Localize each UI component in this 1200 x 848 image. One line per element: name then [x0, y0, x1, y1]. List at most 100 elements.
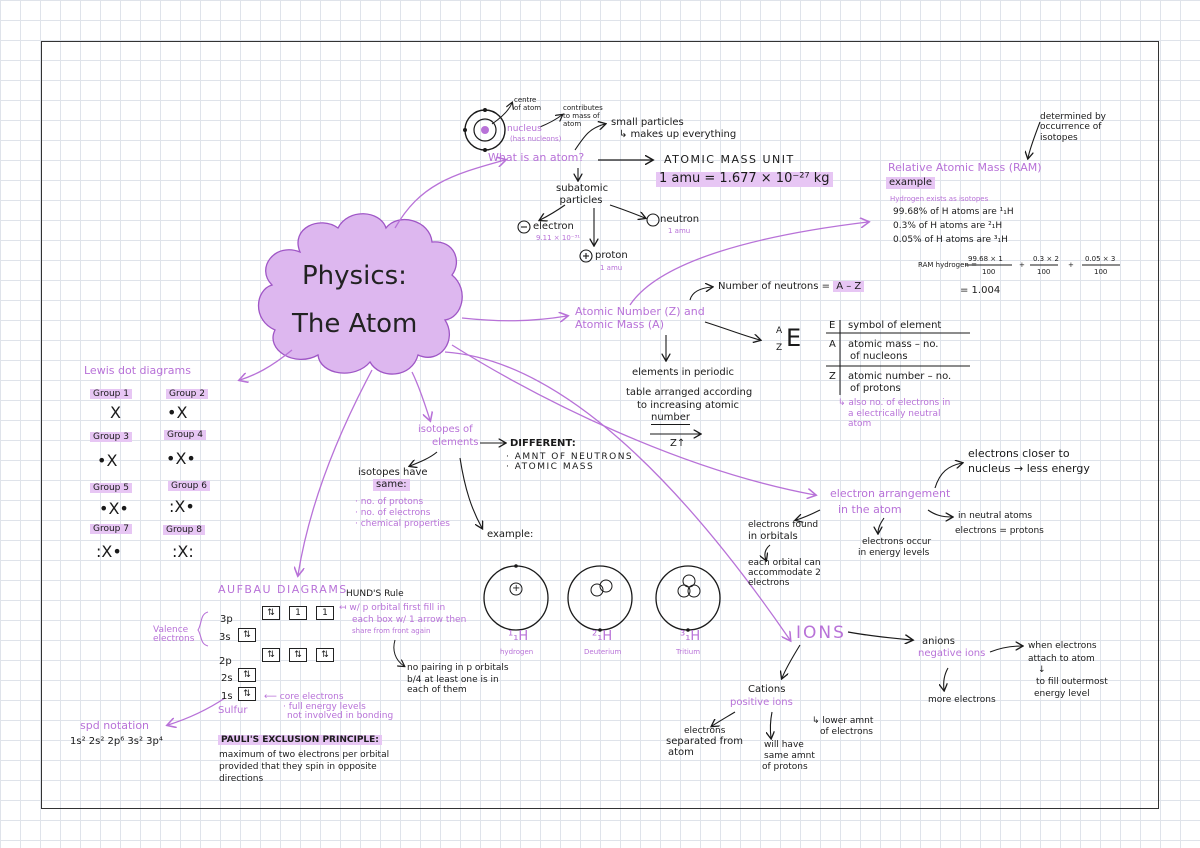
lewis-x-3: •X	[97, 451, 118, 470]
periodic-1: elements in periodic	[632, 367, 735, 378]
ea-title-2: in the atom	[838, 503, 902, 516]
arrow-orbitals	[796, 509, 821, 520]
different-2: · ATOMIC MASS	[506, 462, 595, 472]
ea-title-1: electron arrangement	[830, 487, 951, 500]
arrow-when-electrons	[989, 646, 1022, 653]
nucleus-label: nucleus	[507, 124, 542, 134]
box-3p-2: 1	[289, 606, 307, 620]
lewis-x-8: :X:	[172, 542, 194, 561]
atom-inner-shell	[473, 118, 497, 142]
table-A-def-2: of nucleons	[850, 351, 908, 362]
notation-Z: Z	[776, 343, 783, 353]
arrow-closer	[934, 463, 962, 489]
atomic-number-title-2: Atomic Mass (A)	[575, 318, 664, 331]
deuterium-neutron	[599, 579, 613, 593]
proton-mass: 1 amu	[600, 264, 623, 272]
table-Z-def-1: atomic number – no.	[848, 371, 952, 382]
ea-found-1: electrons found	[748, 520, 819, 530]
aufbau-title: AUFBAU DIAGRAMS	[218, 583, 348, 596]
neutron-label: neutron	[660, 214, 700, 225]
orbital-3s: 3s	[219, 632, 231, 643]
ea-equal: electrons = protons	[955, 526, 1044, 536]
arrow-electron	[540, 204, 566, 220]
atom-electron-dot	[483, 108, 487, 112]
anions-label: anions	[922, 636, 955, 647]
arrow-orbital-capacity	[765, 544, 771, 560]
core-1: ⟵ core electrons	[264, 692, 344, 702]
pauli-2: provided that they spin in opposite	[219, 762, 377, 772]
ions-title: IONS	[796, 623, 846, 643]
lower-1: ↳ lower amnt	[812, 716, 874, 726]
branch-ions	[444, 351, 790, 640]
different-1: · AMNT OF NEUTRONS	[506, 452, 634, 462]
orbital-2p: 2p	[219, 656, 232, 667]
ions-down-arrow: ↓	[1038, 665, 1046, 675]
also-1: ↳ also no. of electrons in	[838, 398, 951, 408]
ram-result: = 1.004	[960, 285, 1001, 296]
deuterium-name: Deuterium	[584, 648, 622, 656]
ea-levels-2: in energy levels	[858, 548, 930, 558]
same-3: · chemical properties	[355, 519, 450, 529]
arrow-separated	[712, 711, 736, 726]
hunds-rule: HUND'S Rule	[346, 589, 404, 599]
same-label: same:	[373, 479, 410, 491]
lewis-group-3: Group 3	[90, 432, 132, 443]
ram-label: RAM hydrogen =	[918, 261, 977, 269]
neutrons-formula: Number of neutrons = A – Z	[718, 281, 865, 293]
arrow-same	[410, 451, 438, 466]
what-is-an-atom: What is an atom?	[488, 151, 585, 164]
box-2p-3: ⇅	[316, 648, 334, 662]
ram-line-1: 99.68% of H atoms are ¹₁H	[893, 207, 1014, 217]
also-2: a electrically neutral	[848, 409, 941, 419]
ram-heading: Relative Atomic Mass (RAM)	[888, 161, 1042, 174]
arrow-example	[459, 457, 482, 528]
box-2s: ⇅	[238, 668, 256, 682]
pauli-1: maximum of two electrons per orbital	[219, 750, 390, 760]
table-Z: Z	[829, 371, 836, 382]
same-protons-1: will have	[764, 740, 804, 750]
hydrogen-atom	[483, 565, 549, 631]
arrow-nopair	[393, 639, 404, 666]
hydrogen-symbol: ¹₁H	[508, 629, 529, 644]
same-protons-2: same amnt	[764, 751, 815, 761]
title-line-1: Physics:	[302, 261, 407, 291]
arrow-contributes	[539, 115, 562, 128]
lewis-x-2: •X	[167, 403, 188, 422]
sep-3: atom	[668, 747, 694, 758]
hund-2: each box w/ 1 arrow then	[352, 615, 467, 625]
subatomic-label: subatomic particles	[556, 183, 609, 206]
deuterium-proton	[590, 583, 604, 597]
isotopes-title-1: isotopes of	[418, 424, 473, 435]
hydrogen-name: hydrogen	[500, 648, 534, 656]
hydrogen-plus: +	[512, 583, 521, 594]
frac3-den: 100	[1094, 268, 1108, 276]
same-protons-3: of protons	[762, 762, 808, 772]
lewis-title: Lewis dot diagrams	[84, 364, 191, 377]
electron-mass: 9.11 × 10⁻³¹	[536, 234, 581, 242]
ea-orbital-2: accommodate 2	[748, 568, 821, 578]
lewis-group-2: Group 2	[166, 389, 208, 400]
atomic-number-title-1: Atomic Number (Z) and	[575, 305, 705, 318]
arrow-small-particles	[574, 124, 605, 151]
arrow-levels	[878, 517, 885, 533]
table-A: A	[829, 339, 836, 350]
tritium-symbol: ³₁H	[680, 629, 701, 644]
orbital-2s: 2s	[221, 673, 233, 684]
frac3-num: 0.05 × 3	[1085, 255, 1116, 263]
ea-orbital-3: electrons	[748, 578, 790, 588]
ea-levels-1: electrons occur	[862, 537, 932, 547]
frac1-num: 99.68 × 1	[968, 255, 1003, 263]
lewis-x-7: :X•	[96, 542, 122, 561]
orbital-1s: 1s	[221, 691, 233, 702]
table-Z-def-2: of protons	[850, 383, 901, 394]
box-2p-1: ⇅	[262, 648, 280, 662]
hund-3: share from front again	[352, 627, 431, 635]
core-2: · full energy levels	[283, 702, 366, 712]
plus-2: +	[1068, 261, 1074, 269]
positive-ions: positive ions	[730, 697, 793, 708]
branch-aufbau	[298, 369, 373, 575]
box-3p-3: 1	[316, 606, 334, 620]
centre-of-atom-note: centre of atom	[514, 96, 542, 113]
arrow-neutral	[927, 509, 952, 517]
